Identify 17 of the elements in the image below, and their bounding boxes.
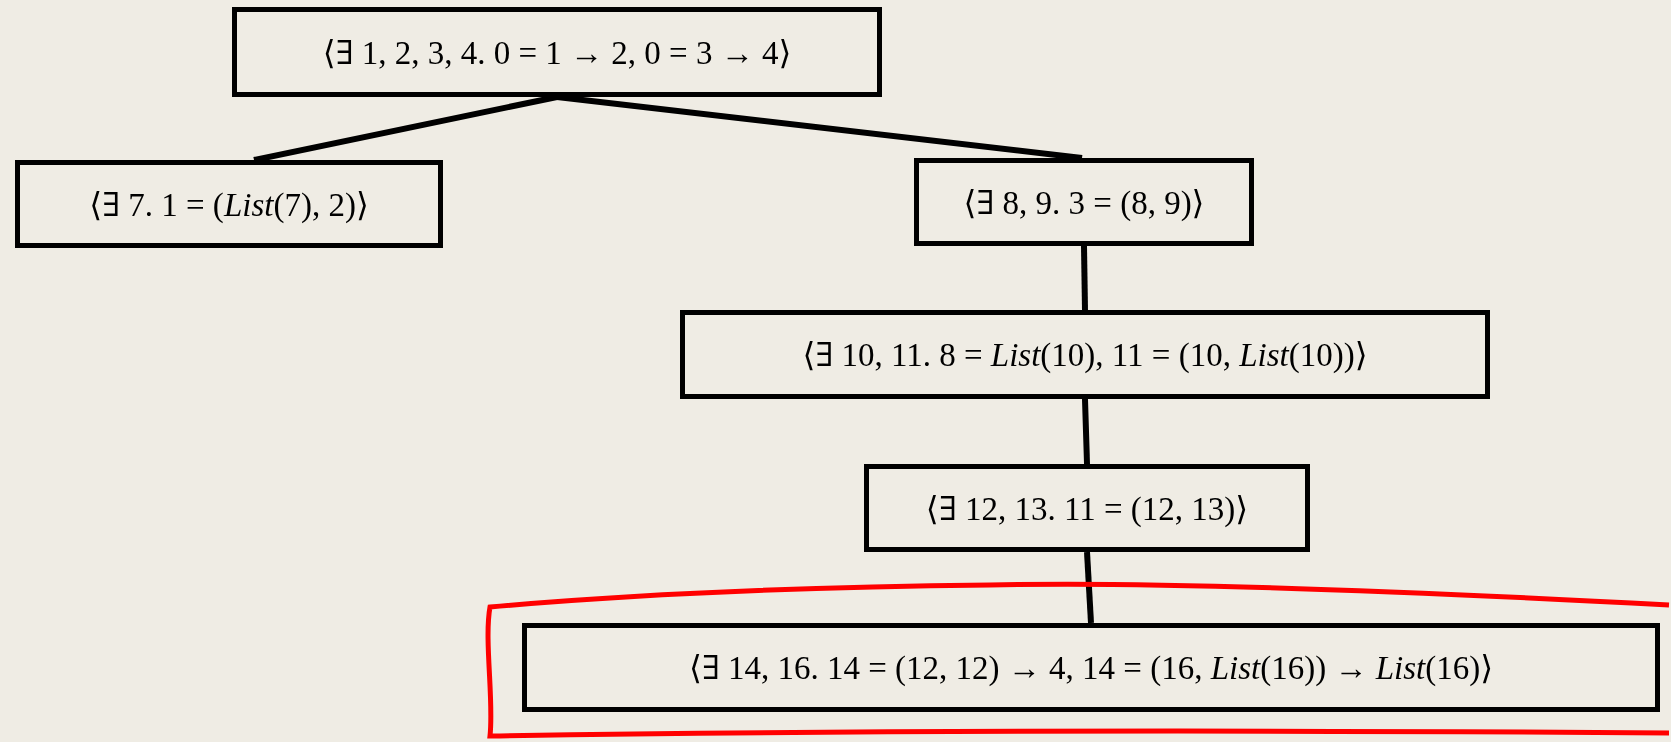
connector-line bbox=[1081, 245, 1088, 311]
expression-box bbox=[680, 310, 1490, 399]
connector-line bbox=[1082, 398, 1090, 465]
formula-text: ⟨∃ 10, 11. 8 = List(10), 11 = (10, List(10))⟩ bbox=[802, 336, 1368, 374]
expression-box bbox=[15, 160, 443, 248]
connector-line bbox=[253, 94, 558, 163]
expression-box bbox=[864, 464, 1310, 552]
formula-text: ⟨∃ 8, 9. 3 = (8, 9)⟩ bbox=[963, 183, 1205, 222]
formula-text: ⟨∃ 1, 2, 3, 4. 0 = 1 → 2, 0 = 3 → 4⟩ bbox=[322, 33, 792, 72]
expression-box bbox=[914, 158, 1254, 246]
formula-text: ⟨∃ 14, 16. 14 = (12, 12) → 4, 14 = (16, List(16)) → List(16)⟩ bbox=[688, 649, 1494, 687]
formula-text: ⟨∃ 12, 13. 11 = (12, 13)⟩ bbox=[925, 489, 1249, 528]
expression-box bbox=[232, 7, 882, 97]
connector-line bbox=[556, 94, 1083, 161]
expression-box bbox=[522, 623, 1660, 712]
connector-line bbox=[1084, 551, 1094, 624]
formula-text: ⟨∃ 7. 1 = (List(7), 2)⟩ bbox=[89, 185, 369, 224]
